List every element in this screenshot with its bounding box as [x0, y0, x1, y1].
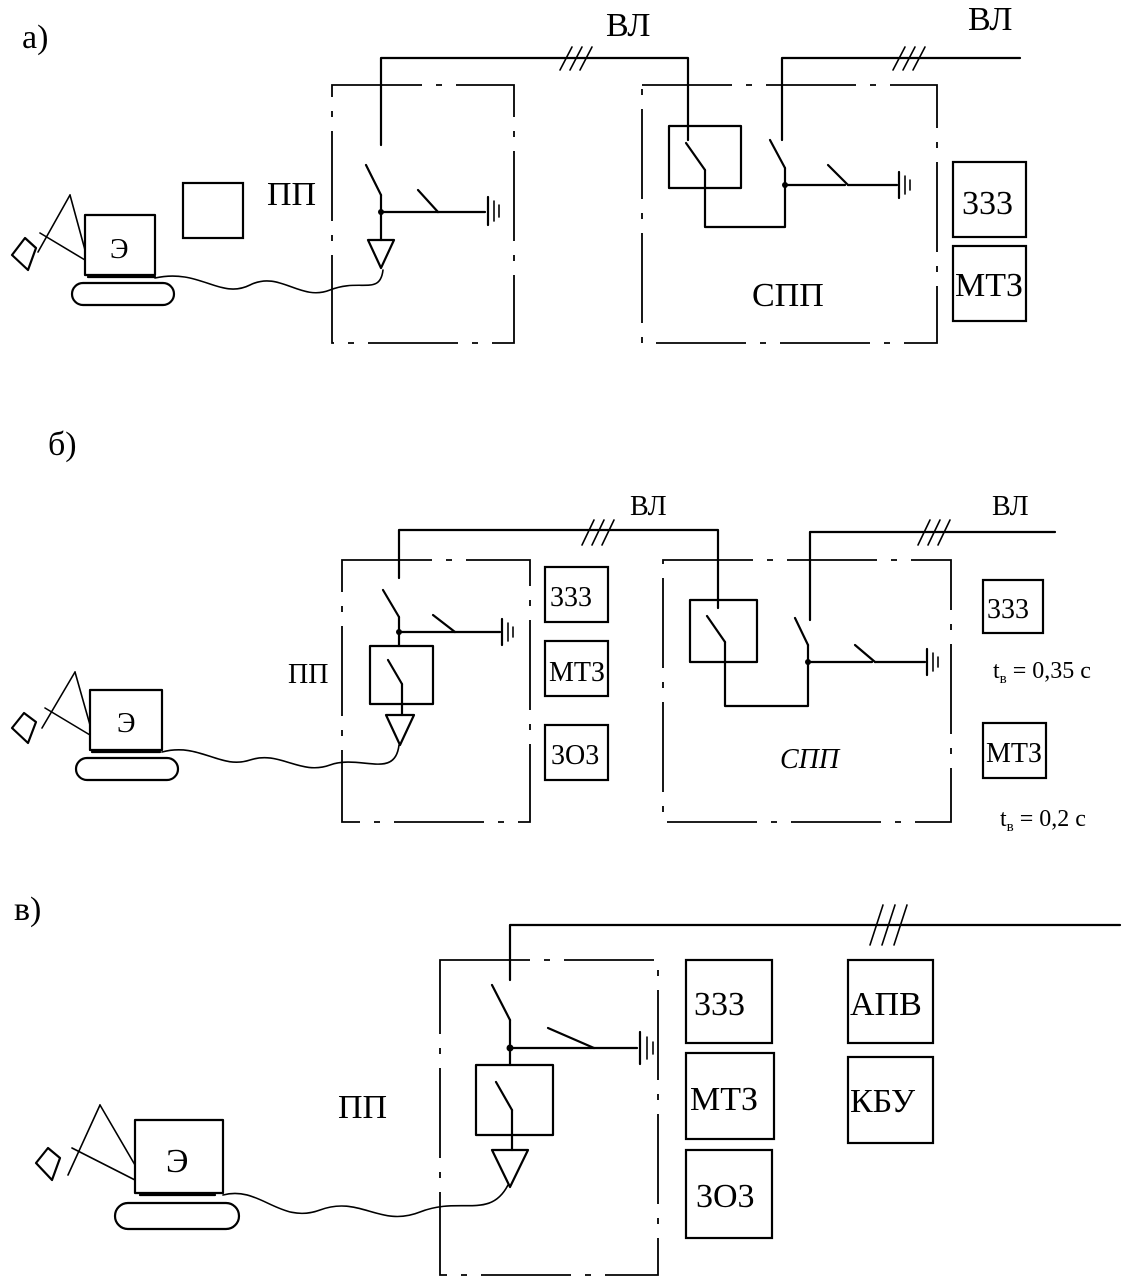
relay-box-b4-label: 333 — [987, 594, 1029, 625]
panel-b-label: б) — [48, 426, 77, 463]
feeder-line-b2 — [808, 530, 1057, 622]
relay-box-a1-label: 333 — [962, 185, 1013, 222]
relay-box-b3-label: 3О3 — [551, 740, 599, 771]
three-phase-mark-a1 — [559, 46, 593, 71]
relay-box-a2-label: МТЗ — [955, 267, 1023, 304]
ground-icon-b2 — [925, 647, 939, 677]
feeder-line-b — [397, 528, 720, 610]
excavator-a-label: Э — [110, 234, 128, 265]
pp-switch-b — [381, 588, 401, 619]
relay-box-c1 — [684, 958, 774, 1045]
spp-label-a: СПП — [752, 277, 824, 314]
relay-box-a1 — [951, 160, 1028, 239]
aux-box-c2-label: КБУ — [850, 1083, 916, 1120]
excavator-c-label: Э — [166, 1143, 188, 1180]
cable-coupler-c — [490, 1148, 530, 1189]
three-phase-mark-a2 — [892, 46, 926, 71]
panel-c: в) Э ПП — [14, 891, 1122, 1276]
excavator-b: Э — [10, 671, 180, 782]
ground-icon-b1 — [500, 617, 514, 647]
feeder-line-c — [508, 923, 1122, 982]
relay-box-b3 — [543, 723, 610, 782]
relay-box-b2 — [543, 639, 610, 698]
relay-box-a2 — [951, 244, 1028, 323]
pp-breaker-box-c — [474, 1063, 555, 1137]
aux-box-c1 — [846, 958, 935, 1045]
relay-box-b5 — [981, 721, 1048, 780]
excavator-a: Э — [10, 194, 176, 307]
timing-b2-value: = 0,2 с — [1014, 806, 1086, 832]
ground-icon-a1 — [486, 195, 500, 227]
three-phase-mark-b2 — [917, 519, 951, 546]
spp-frame-b — [662, 559, 952, 823]
line-label-a2: ВЛ — [968, 1, 1012, 38]
excavator-b-label: Э — [117, 708, 135, 739]
timing-b1-subscript: в — [1000, 671, 1007, 687]
relay-box-c2-label: МТЗ — [690, 1081, 758, 1118]
relay-box-b1-label: 333 — [550, 582, 592, 613]
line-label-b2: ВЛ — [992, 491, 1029, 522]
relay-box-c1-label: 333 — [694, 986, 745, 1023]
cable-coupler-a — [366, 238, 396, 270]
panel-b: б) Э ПП ВЛ — [10, 426, 1091, 835]
spp-breaker-box-b — [688, 598, 759, 664]
three-phase-mark-b1 — [581, 519, 615, 546]
line-label-a1: ВЛ — [606, 7, 650, 44]
pp-label-c: ПП — [338, 1089, 387, 1126]
cable-a — [154, 269, 384, 294]
line-label-b1: ВЛ — [630, 491, 667, 522]
timing-b2-subscript: в — [1007, 819, 1014, 835]
relay-box-b4 — [981, 578, 1045, 635]
timing-b2-symbol: t — [1000, 806, 1007, 832]
standalone-box-a — [181, 181, 245, 240]
relay-box-b2-label: МТЗ — [549, 657, 605, 688]
relay-box-c3 — [684, 1148, 774, 1240]
excavator-c: Э — [34, 1104, 241, 1231]
cable-b — [161, 744, 400, 769]
three-phase-mark-c — [869, 904, 908, 946]
spp-label-b: СПП — [780, 744, 841, 775]
feeder-line-a — [379, 56, 690, 147]
spp-frame-a — [641, 84, 938, 344]
pp-label-a: ПП — [267, 176, 316, 213]
timing-b1-value: = 0,35 с — [1007, 658, 1091, 684]
timing-b2: tв = 0,2 с — [1000, 806, 1086, 835]
panel-c-label: в) — [14, 891, 41, 928]
relay-box-c2 — [684, 1051, 776, 1141]
pp-frame-b — [341, 559, 531, 823]
aux-box-c2 — [846, 1055, 935, 1145]
timing-b1: tв = 0,35 с — [993, 658, 1091, 687]
pp-frame-a — [331, 84, 515, 344]
panel-a-label: а) — [22, 19, 48, 56]
pp-switch-a — [364, 163, 383, 197]
pp-switch-c — [490, 983, 512, 1022]
timing-b1-symbol: t — [993, 658, 1000, 684]
aux-box-c1-label: АПВ — [850, 986, 922, 1023]
relay-box-b5-label: МТЗ — [986, 738, 1042, 769]
cable-coupler-b — [384, 713, 416, 747]
ground-icon-c — [638, 1030, 654, 1066]
feeder-line-a2 — [780, 56, 1022, 142]
pp-frame-c — [439, 959, 659, 1276]
cable-c — [222, 1184, 509, 1218]
ground-icon-a2 — [897, 170, 911, 200]
panel-a: а) Э ПП ВЛ — [10, 1, 1028, 344]
relay-box-b1 — [543, 565, 610, 624]
pp-label-b: ПП — [288, 659, 328, 690]
relay-box-c3-label: 3О3 — [696, 1178, 755, 1215]
